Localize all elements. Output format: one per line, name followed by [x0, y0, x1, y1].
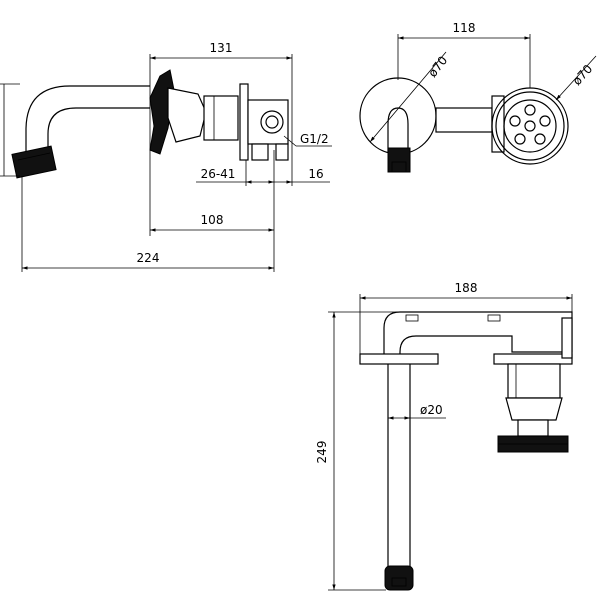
dim-spout-diameter: ø20 — [420, 403, 443, 417]
handle-bottom — [497, 363, 569, 453]
side-view: 131 108 224 26-41 16 G1/2 — [0, 41, 332, 272]
body-bottom — [359, 311, 573, 365]
dim-26-41: 26-41 — [201, 167, 236, 181]
dim-131: 131 — [210, 41, 233, 55]
body-top — [435, 107, 493, 133]
spout-side — [11, 85, 150, 179]
top-view: 118 ø70 ø70 — [359, 21, 597, 173]
dim-188: 188 — [455, 281, 478, 295]
dim-249: 249 — [315, 441, 329, 464]
dim-16: 16 — [308, 167, 323, 181]
dim-spout-rosette: ø70 — [425, 53, 450, 79]
dim-118: 118 — [453, 21, 476, 35]
handle-side — [149, 69, 239, 155]
spout-bottom — [384, 364, 414, 591]
bottom-view: 188 ø20 249 — [315, 281, 573, 591]
thread-label: G1/2 — [300, 132, 329, 146]
dim-108: 108 — [201, 213, 224, 227]
dim-handle-rosette: ø70 — [570, 62, 596, 88]
handle-rosette-top — [491, 87, 569, 165]
dim-224: 224 — [137, 251, 160, 265]
valve-body-side — [239, 83, 289, 161]
spout-rosette-top — [359, 77, 437, 173]
